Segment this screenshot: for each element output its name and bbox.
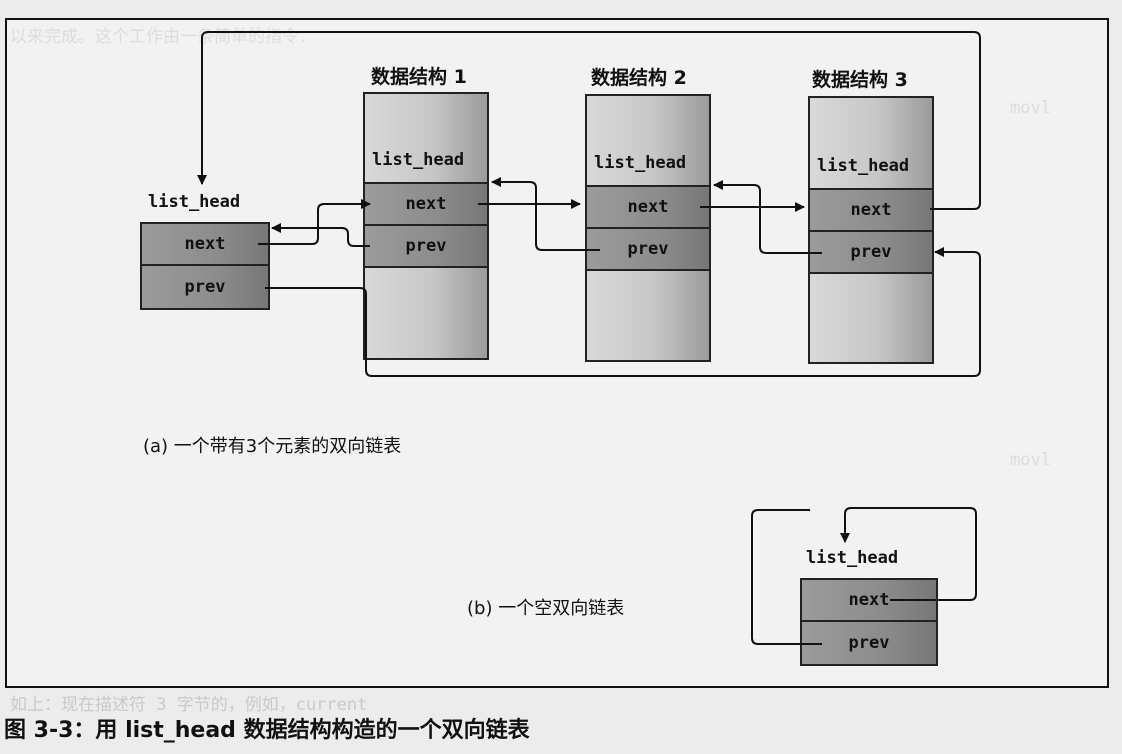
struct-2-list-head-label: list_head (594, 153, 687, 173)
ghost-text: movl (1010, 450, 1051, 470)
struct-1-title: 数据结构 1 (371, 66, 467, 88)
figure-caption: 图 3-3：用 list_head 数据结构构造的一个双向链表 (4, 718, 530, 743)
struct-1-prev-cell: prev (363, 224, 489, 268)
caption-b: (b) 一个空双向链表 (467, 598, 625, 619)
arrow-struct2-prev-to-struct1 (491, 177, 600, 251)
head-next-cell: next (140, 222, 270, 266)
arrow-head-to-struct1 (258, 199, 371, 245)
ghost-text: 如上：现在描述符 3 字节的，例如，current (10, 695, 368, 715)
head-prev-cell: prev (140, 264, 270, 310)
struct-3-title: 数据结构 3 (812, 69, 908, 91)
ghost-text: movl (1010, 98, 1051, 118)
arrow-head-prev-to-tail (265, 247, 981, 377)
struct-2-title: 数据结构 2 (591, 67, 687, 89)
struct-3-next-cell: next (808, 188, 934, 232)
arrow-tail-to-head (197, 31, 981, 210)
struct-3-list-head-label: list_head (817, 156, 910, 176)
caption-a: (a) 一个带有3个元素的双向链表 (143, 436, 402, 457)
arrow-empty-next-self (840, 507, 977, 601)
arrow-struct1-prev-to-head (271, 223, 370, 247)
struct-1-list-head-label: list_head (372, 150, 465, 170)
arrow-struct3-prev-to-struct2 (713, 180, 822, 254)
head-list-head-label: list_head (148, 192, 241, 212)
empty-prev-cell: prev (800, 620, 938, 666)
empty-list-head-label: list_head (806, 548, 899, 568)
arrow-empty-prev-self (751, 509, 822, 645)
